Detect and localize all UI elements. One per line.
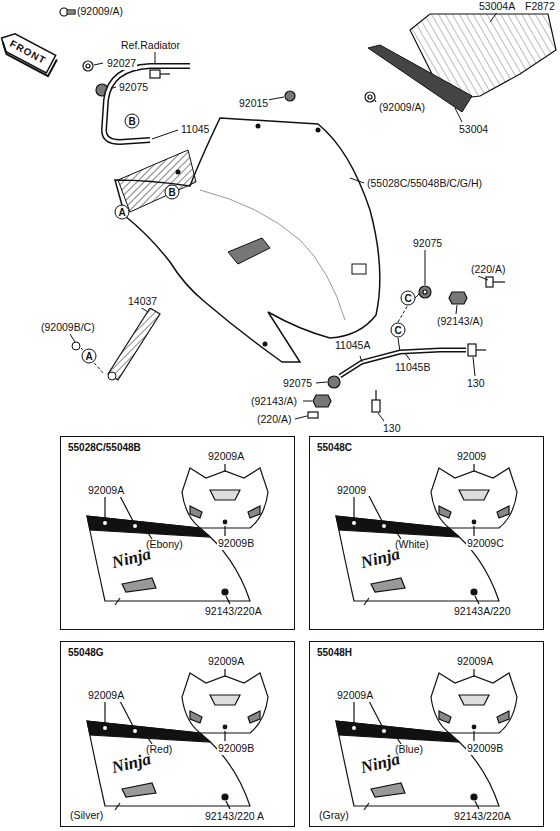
variant-panel: 55028C/55048B 92009A 92009A (Ebony) 92009B 92… xyxy=(60,436,295,630)
callout-number: 92143/220 A xyxy=(204,811,265,823)
callout-number: 92009A xyxy=(87,485,125,497)
callout-number: 92009B xyxy=(466,743,504,755)
callout-number: 92009A xyxy=(87,690,125,702)
callout-number: 11045B xyxy=(394,362,431,374)
callout-number: (92009/A) xyxy=(378,102,426,114)
callout-number: 92143A/220 xyxy=(453,606,512,618)
callout-number: 11045A xyxy=(334,340,371,352)
panel-heading: 55028C/55048B xyxy=(67,442,142,453)
callout-number: 92009B xyxy=(217,538,255,550)
callout-number: 92009 xyxy=(456,451,487,463)
callout-number: (Ebony) xyxy=(145,539,184,551)
callout-number: 92075 xyxy=(118,82,149,94)
variant-panel: 55048G92009A92009A(Red)92009B(Silver)921… xyxy=(60,641,295,827)
logo-text: Ninja xyxy=(109,545,154,573)
variant-panel: 55048C9200992009(White)92009C92143A/220N… xyxy=(309,436,544,630)
callout-number: (Silver) xyxy=(69,810,104,822)
callout-number: 92009C xyxy=(466,538,505,550)
callout-number: 92009 xyxy=(336,485,367,497)
callout-number: 53004 xyxy=(458,124,489,136)
callout-number: (92143/A) xyxy=(436,316,484,328)
callout-number: (220/A) xyxy=(470,264,506,276)
callout-number: 92009A xyxy=(336,690,374,702)
reference-letter: B xyxy=(167,187,176,198)
callout-number: 11045 xyxy=(180,124,210,136)
callout-number: 92143/220A xyxy=(204,606,263,618)
callout-number: 92015 xyxy=(238,98,269,110)
callout-number: 92075 xyxy=(412,238,443,250)
callout-number: F2872 xyxy=(524,1,556,13)
reference-letter: A xyxy=(117,207,126,218)
callout-number: 130 xyxy=(466,378,486,390)
callout-number: 92075 xyxy=(282,378,313,390)
callout-number: 53004A xyxy=(478,1,516,13)
reference-letter: C xyxy=(393,325,402,336)
panel-heading: 55048G xyxy=(67,647,105,658)
reference-letter: C xyxy=(403,293,412,304)
callout-number: (55028C/55048B/C/G/H) xyxy=(366,178,483,190)
callout-number: 92009B xyxy=(217,743,255,755)
variant-panel: 55048H92009A92009A(Blue)92009B(Gray)9214… xyxy=(309,641,544,827)
callout-number: 92027 xyxy=(106,58,137,70)
reference-letter: B xyxy=(127,116,136,127)
logo-text: Ninja xyxy=(109,750,154,778)
callout-number: 130 xyxy=(382,423,402,435)
reference-letter: A xyxy=(84,351,93,362)
callout-number: (Gray) xyxy=(318,810,350,822)
callout-number: 92009A xyxy=(207,451,245,463)
logo-text: Ninja xyxy=(358,545,403,573)
callout-number: (220/A) xyxy=(256,414,292,426)
callout-number: 92143/220A xyxy=(453,811,512,823)
callout-number: 92009A xyxy=(456,656,494,668)
callout-number: Ref.Radiator xyxy=(120,40,181,52)
callout-number: 14037 xyxy=(127,296,158,308)
panel-heading: 55048H xyxy=(316,647,353,658)
callout-number: (92009B/C) xyxy=(40,322,96,334)
logo-text: Ninja xyxy=(358,750,403,778)
callout-number: (92009/A) xyxy=(76,6,124,18)
callout-number: 92009A xyxy=(207,656,245,668)
callout-number: (92143/A) xyxy=(250,396,298,408)
panel-heading: 55048C xyxy=(316,442,353,453)
